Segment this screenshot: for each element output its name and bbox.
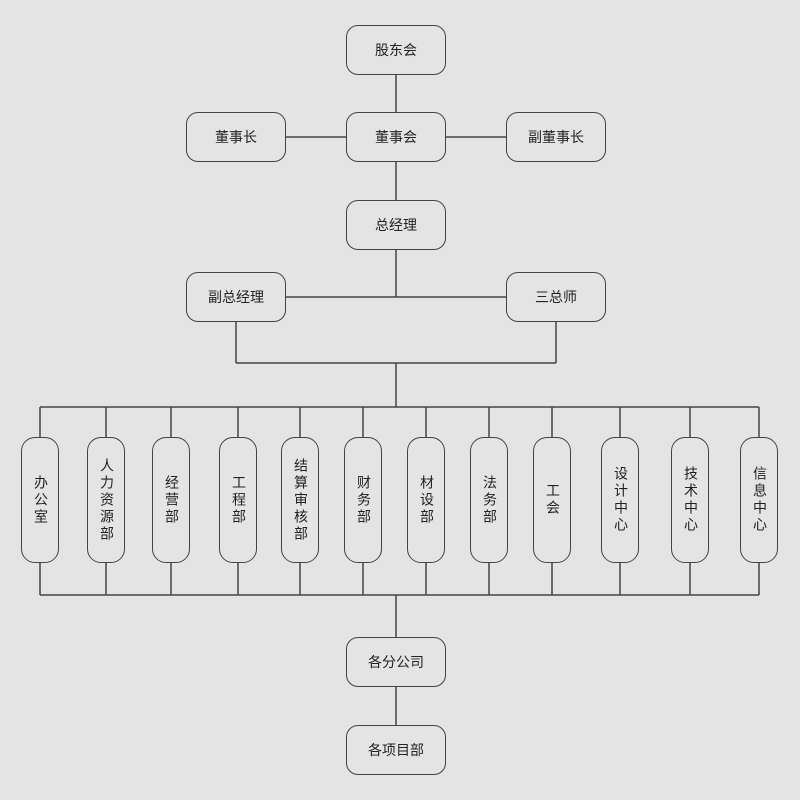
node-department: 信息中心	[740, 437, 778, 563]
node-label: 各分公司	[368, 655, 424, 671]
node-department: 技术中心	[671, 437, 709, 563]
node-label: 总经理	[375, 218, 417, 234]
node-label: 三总师	[535, 290, 577, 306]
node-department: 工程部	[219, 437, 257, 563]
node-department: 人力资源部	[87, 437, 125, 563]
node-label: 人力资源部	[98, 457, 114, 543]
node-label: 董事长	[215, 130, 257, 146]
node-chief-engineers: 三总师	[506, 272, 606, 322]
node-projects: 各项目部	[346, 725, 446, 775]
node-label: 副总经理	[208, 290, 264, 306]
node-department: 材设部	[407, 437, 445, 563]
node-department: 经营部	[152, 437, 190, 563]
node-label: 结算审核部	[292, 457, 308, 543]
node-branches: 各分公司	[346, 637, 446, 687]
node-label: 副董事长	[528, 130, 584, 146]
node-label: 设计中心	[612, 466, 628, 534]
node-board: 董事会	[346, 112, 446, 162]
node-shareholders: 股东会	[346, 25, 446, 75]
node-department: 设计中心	[601, 437, 639, 563]
node-department: 财务部	[344, 437, 382, 563]
node-chairman: 董事长	[186, 112, 286, 162]
node-department: 工会	[533, 437, 571, 563]
node-label: 信息中心	[751, 466, 767, 534]
node-label: 办公室	[32, 474, 48, 526]
node-department: 结算审核部	[281, 437, 319, 563]
node-label: 董事会	[375, 130, 417, 146]
node-label: 各项目部	[368, 743, 424, 759]
node-label: 工会	[544, 483, 560, 517]
node-vice-chairman: 副董事长	[506, 112, 606, 162]
node-department: 法务部	[470, 437, 508, 563]
node-label: 经营部	[163, 474, 179, 526]
node-label: 材设部	[418, 474, 434, 526]
node-department: 办公室	[21, 437, 59, 563]
node-deputy-gm: 副总经理	[186, 272, 286, 322]
node-label: 财务部	[355, 474, 371, 526]
node-label: 技术中心	[682, 466, 698, 534]
node-general-manager: 总经理	[346, 200, 446, 250]
node-label: 股东会	[375, 43, 417, 59]
node-label: 法务部	[481, 474, 497, 526]
node-label: 工程部	[230, 474, 246, 526]
